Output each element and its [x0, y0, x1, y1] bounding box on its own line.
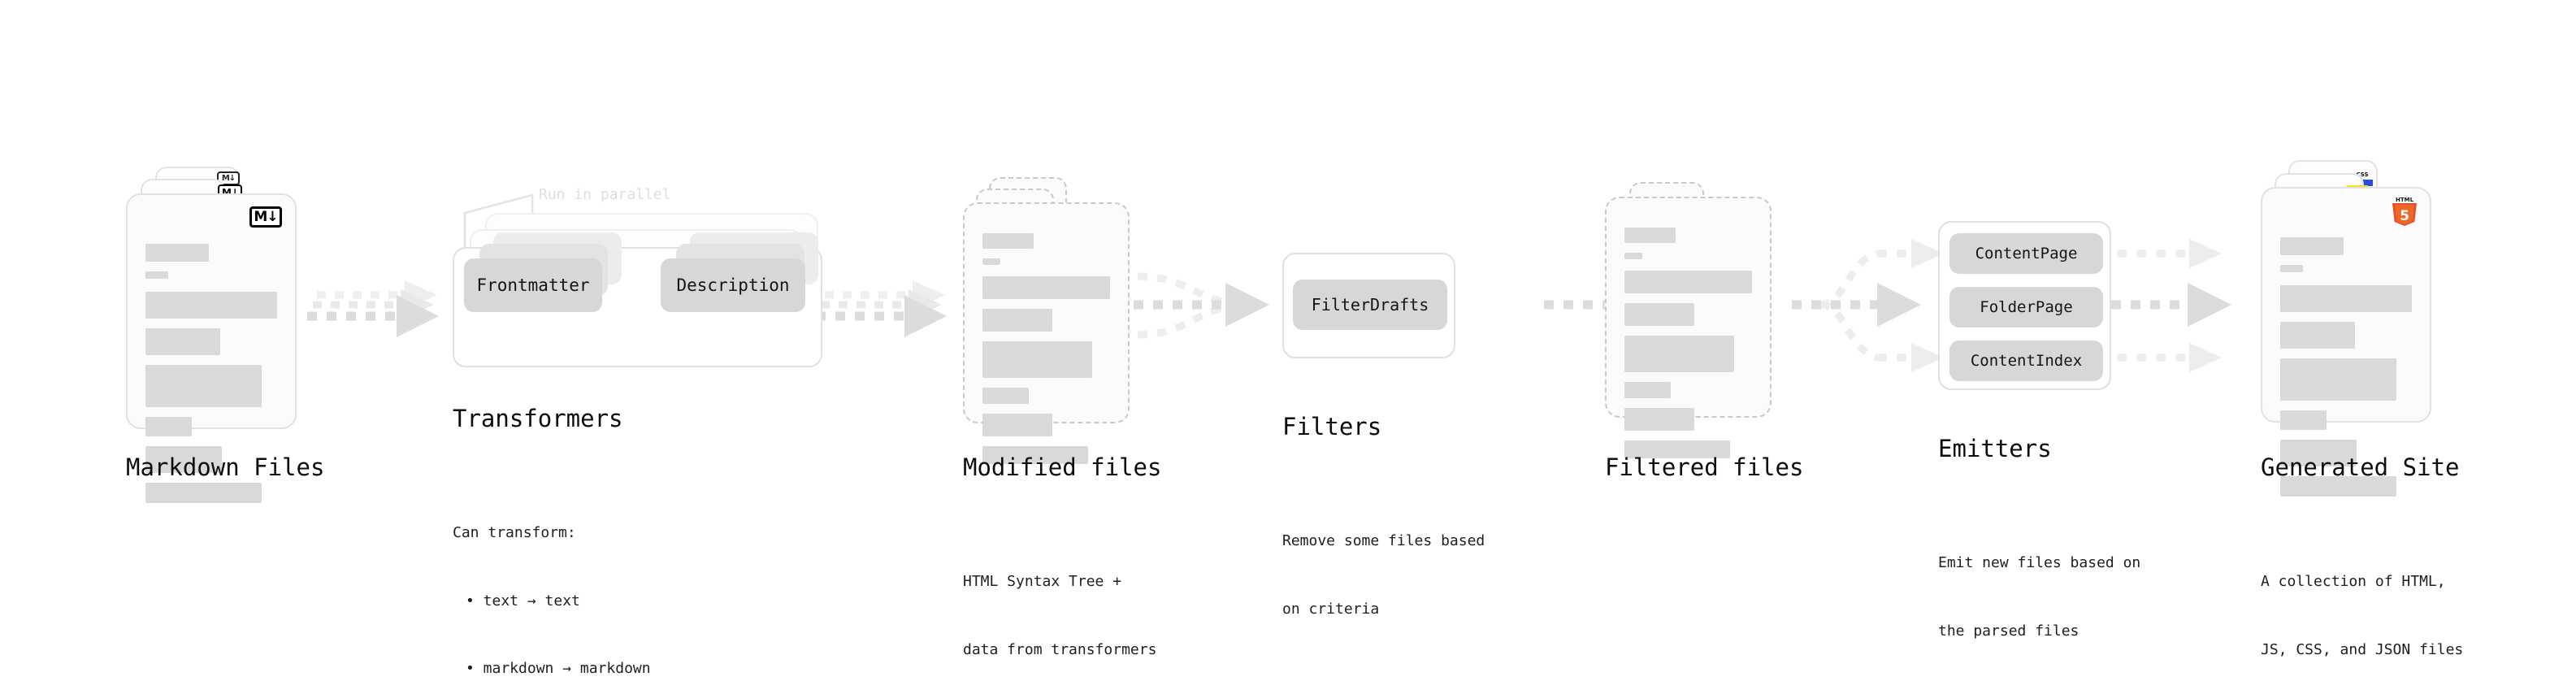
subtitle-line: A collection of HTML,: [2261, 573, 2446, 591]
subtitle-line: data from transformers: [963, 640, 1157, 658]
doc-line: [982, 341, 1093, 378]
doc-line: [145, 292, 277, 319]
doc-line: [1624, 253, 1642, 259]
doc-line: [982, 233, 1034, 249]
doc-line: [982, 446, 1089, 464]
doc-line: [982, 414, 1053, 436]
caption-markdown-files: Markdown Files: [126, 423, 324, 512]
markdown-badge-front: M↓: [249, 206, 282, 228]
connector-md-to-transformers: [307, 280, 439, 337]
stage-title: Transformers: [453, 405, 623, 432]
chip-contentindex[interactable]: ContentIndex: [1949, 340, 2103, 381]
html5-shield-inner: [2395, 205, 2414, 225]
connector-filtered-to-emitters: [1792, 239, 1944, 372]
doc-line: [2280, 285, 2412, 312]
subtitle-line: • text → text: [466, 592, 580, 609]
doc-line: [145, 365, 262, 407]
stage-title: Filtered files: [1605, 453, 1804, 481]
chip-folderpage[interactable]: FolderPage: [1949, 287, 2103, 327]
site-card-front[interactable]: HTML 5: [2261, 187, 2431, 497]
html5-digit: 5: [2400, 208, 2409, 224]
doc-line: [145, 483, 262, 503]
subtitle-line: Remove some files based: [1282, 532, 1485, 550]
modified-card-front[interactable]: [963, 202, 1130, 464]
stage-title: Modified files: [963, 453, 1162, 481]
connector-transformers-to-modified: [816, 280, 947, 337]
stage-title: Filters: [1282, 413, 1382, 440]
run-in-parallel-label: Run in parallel: [539, 186, 671, 203]
doc-line: [982, 276, 1110, 299]
emitters-box[interactable]: ContentPage FolderPage ContentIndex: [1938, 221, 2111, 390]
doc-line: [2280, 237, 2344, 255]
doc-line: [145, 417, 192, 436]
chip-description[interactable]: Description: [661, 258, 805, 312]
modified-content-lines: [982, 233, 1110, 474]
chip-filterdrafts[interactable]: FilterDrafts: [1293, 280, 1447, 330]
doc-line: [982, 388, 1029, 404]
doc-line: [982, 309, 1053, 332]
doc-line: [145, 271, 168, 279]
markdown-content-lines: [145, 244, 277, 513]
doc-line: [145, 446, 222, 473]
html5-badge-wrap: HTML 5: [2392, 197, 2417, 226]
html5-label: HTML: [2395, 197, 2414, 203]
html5-icon: HTML 5: [2392, 197, 2417, 226]
doc-line: [982, 258, 1000, 265]
stage-subtitle: A collection of HTML, JS, CSS, and JSON …: [2261, 525, 2463, 681]
doc-line: [2280, 440, 2357, 466]
site-content-lines: [2280, 237, 2412, 506]
caption-filters: Filters Remove some files based on crite…: [1282, 383, 1485, 681]
doc-line: [1624, 271, 1752, 293]
doc-line: [2280, 476, 2396, 497]
stage-subtitle: Emit new files based on the parsed files: [1938, 506, 2140, 681]
subtitle-line: Emit new files based on: [1938, 554, 2141, 572]
doc-line: [1624, 303, 1695, 326]
chip-frontmatter[interactable]: Frontmatter: [464, 258, 602, 312]
doc-line: [1624, 228, 1676, 243]
stage-title: Emitters: [1938, 435, 2052, 462]
caption-generated-site: Generated Site A collection of HTML, JS,…: [2261, 423, 2463, 681]
css-label: CSS: [2356, 171, 2369, 178]
doc-line: [1624, 408, 1695, 431]
subtitle-line: JS, CSS, and JSON files: [2261, 640, 2464, 658]
subtitle-line: Can transform:: [453, 524, 576, 542]
stage-subtitle: Can transform: • text → text • markdown …: [453, 476, 651, 681]
doc-line: [2280, 322, 2356, 349]
chip-contentpage[interactable]: ContentPage: [1949, 233, 2103, 274]
filtered-card-front[interactable]: [1605, 197, 1772, 458]
doc-line: [1624, 382, 1671, 398]
subtitle-line: • markdown → markdown: [466, 660, 651, 678]
doc-line: [1624, 440, 1731, 458]
filtered-content-lines: [1624, 228, 1752, 468]
subtitle-line: the parsed files: [1938, 622, 2079, 640]
caption-transformers: Transformers Can transform: • text → tex…: [453, 375, 651, 681]
caption-filtered-files: Filtered files: [1605, 423, 1803, 512]
caption-modified-files: Modified files HTML Syntax Tree + data f…: [963, 423, 1161, 681]
doc-line: [145, 328, 221, 355]
doc-line: [2280, 265, 2303, 272]
connector-modified-to-filters: [1134, 272, 1269, 339]
doc-line: [2280, 410, 2327, 430]
doc-line: [145, 244, 209, 262]
caption-emitters: Emitters Emit new files based on the par…: [1938, 405, 2140, 681]
stage-subtitle: HTML Syntax Tree + data from transformer…: [963, 525, 1161, 681]
stage-title: Generated Site: [2261, 453, 2460, 481]
stage-title: Markdown Files: [126, 453, 325, 481]
stage-subtitle: Remove some files based on criteria: [1282, 484, 1485, 666]
doc-line: [2280, 358, 2396, 401]
filters-box[interactable]: FilterDrafts: [1282, 253, 1455, 358]
connector-emitters-to-site: [2111, 239, 2231, 372]
markdown-icon: M↓: [249, 206, 282, 228]
transformers-box-front[interactable]: Frontmatter Description: [453, 232, 822, 367]
doc-line: [1624, 336, 1735, 372]
subtitle-line: HTML Syntax Tree +: [963, 573, 1122, 591]
subtitle-line: on criteria: [1282, 600, 1380, 618]
markdown-card-front[interactable]: M↓: [126, 193, 297, 503]
